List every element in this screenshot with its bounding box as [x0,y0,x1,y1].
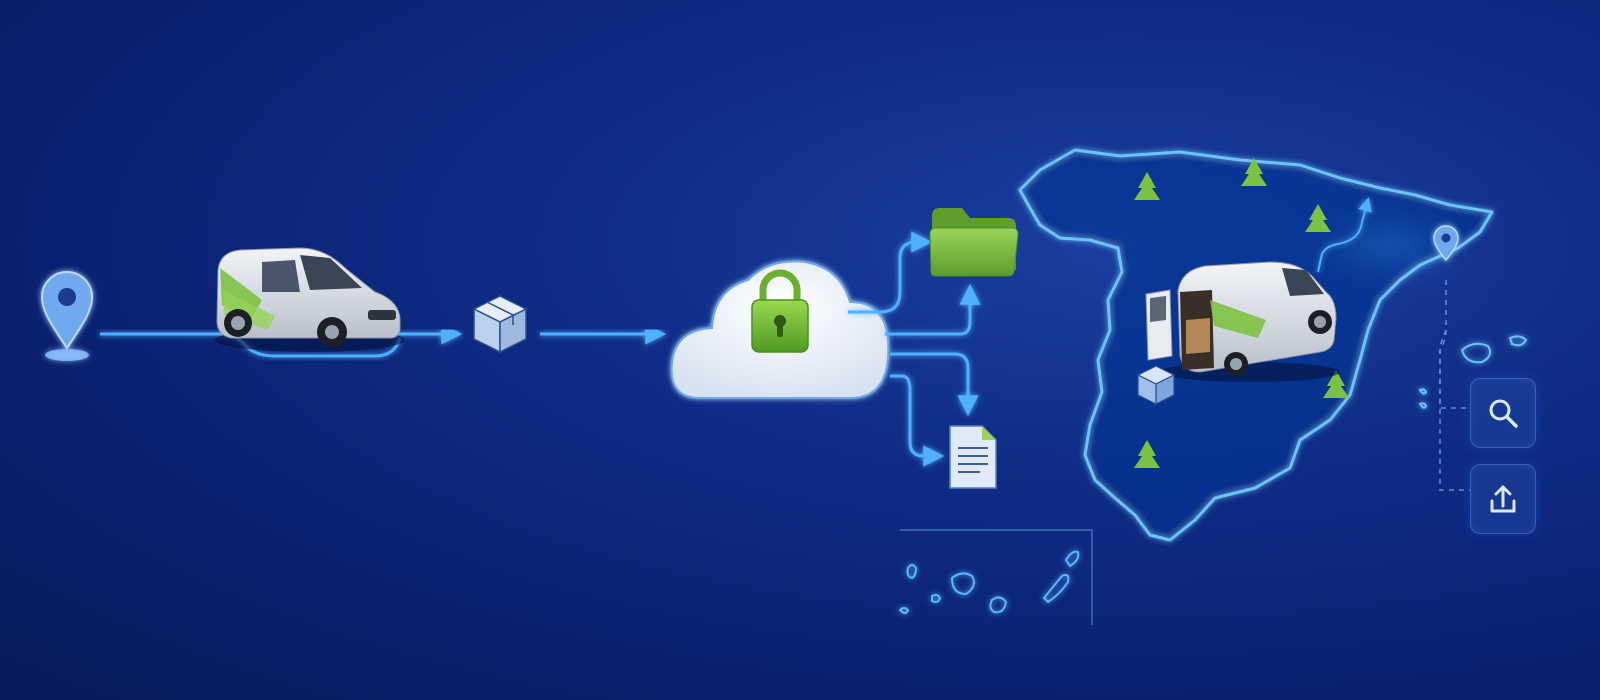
document-icon [949,425,997,489]
search-button[interactable] [1470,378,1536,448]
padlock-icon [751,269,809,353]
canary-islands-inset [898,529,1093,625]
delivery-van-icon [215,247,405,352]
package-icon [1136,365,1176,405]
secure-cloud-icon [670,260,890,399]
destination-pin-icon [1433,225,1459,262]
tree-icon [1134,158,1349,468]
upload-button[interactable] [1470,464,1536,534]
upload-icon [1490,485,1516,513]
search-icon [1489,399,1518,428]
origin-pin-icon [40,271,94,361]
package-icon [472,295,528,354]
flow-lines-right [848,231,981,467]
delivery-van-open-icon [1145,261,1340,382]
folder-icon [929,208,1019,277]
